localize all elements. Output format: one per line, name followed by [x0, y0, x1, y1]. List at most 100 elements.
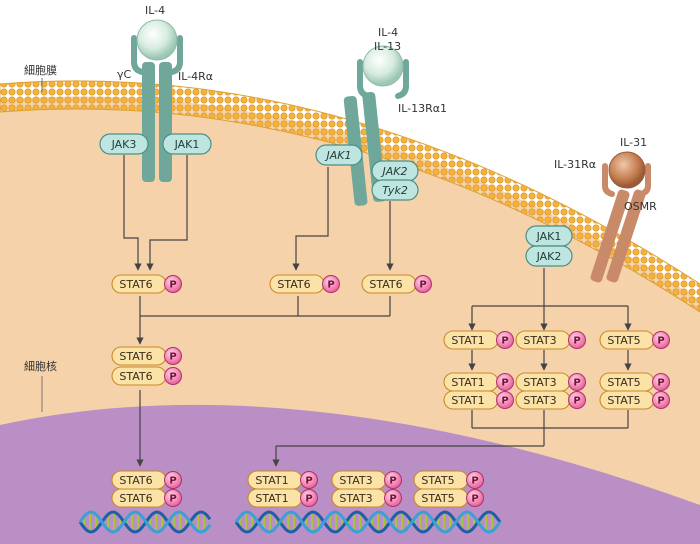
stat-pill-stat5: STAT5 P: [599, 330, 670, 350]
phosphate-label: P: [419, 280, 426, 291]
stat-label: STAT3: [523, 376, 556, 389]
il31-ligand: [608, 151, 646, 189]
stat-label: STAT6: [119, 278, 152, 291]
phosphate-label: P: [169, 372, 176, 383]
phosphate-badge: [568, 391, 586, 409]
phosphate-label: P: [657, 378, 664, 389]
gamma-c-label: γC: [117, 68, 132, 81]
phosphate-label: P: [389, 494, 396, 505]
jak2-label-b: JAK2: [381, 165, 408, 178]
phosphate-badge: [652, 373, 670, 391]
stat-label: STAT5: [607, 394, 640, 407]
stat-pill-stat6: STAT6 P: [361, 274, 432, 294]
stat-label: STAT6: [119, 492, 152, 505]
nucleus-label: 細胞核: [24, 359, 57, 373]
jak2-label-c: JAK2: [536, 250, 562, 263]
phosphate-badge: [414, 275, 432, 293]
il4ra-chain: [159, 62, 172, 182]
receptor-il4-type1: [131, 19, 183, 182]
jak3-box: [99, 133, 149, 155]
phosphate-badge: [466, 489, 484, 507]
phosphate-badge: [164, 367, 182, 385]
phosphate-badge: [652, 331, 670, 349]
phosphate-badge: [496, 331, 514, 349]
il31ra-label: IL-31Rα: [554, 158, 596, 171]
phosphate-label: P: [573, 396, 580, 407]
il31-label: IL-31: [620, 136, 647, 149]
il13-ligand: [362, 45, 404, 87]
stat-pill-stat5: STAT5 P: [413, 488, 484, 508]
stat-pill-stat1: STAT1 P: [247, 488, 318, 508]
jak1-label-a: JAK1: [174, 138, 200, 151]
phosphate-label: P: [471, 494, 478, 505]
stat-label: STAT3: [339, 492, 372, 505]
stat-label: STAT3: [339, 474, 372, 487]
stat-pill-stat6: STAT6 P: [111, 488, 182, 508]
jak1-label-c: JAK1: [536, 230, 562, 243]
phosphate-badge: [496, 391, 514, 409]
phosphate-badge: [568, 373, 586, 391]
phosphate-label: P: [501, 336, 508, 347]
phosphate-badge: [384, 489, 402, 507]
il13-label: IL-13: [374, 40, 401, 53]
stat-label: STAT5: [607, 334, 640, 347]
phosphate-label: P: [305, 494, 312, 505]
phosphate-label: P: [501, 378, 508, 389]
il4ra-label: IL-4Rα: [178, 70, 213, 83]
phosphate-badge: [300, 471, 318, 489]
receptor-il31: [590, 151, 651, 283]
stat-pill-stat6: STAT6 P: [111, 470, 182, 490]
jak2-box-c: [525, 245, 573, 267]
dna-layer: [78, 510, 502, 534]
phosphate-label: P: [573, 378, 580, 389]
phosphate-badge: [496, 373, 514, 391]
il4-label-2: IL-4: [378, 26, 398, 39]
jak1-box-a: [162, 133, 212, 155]
membrane-label: 細胞膜: [24, 64, 57, 77]
stat-pill-stat3: STAT3 P: [331, 488, 402, 508]
osmr-label: OSMR: [624, 200, 657, 213]
tyk2-label: Tyk2: [382, 184, 408, 197]
tyk2-box: [371, 179, 419, 201]
phosphate-badge: [652, 391, 670, 409]
stat-label: STAT6: [119, 350, 152, 363]
phosphate-badge: [164, 489, 182, 507]
stat-label: STAT5: [607, 376, 640, 389]
il31ra-chain: [590, 189, 630, 283]
stat-label: STAT6: [119, 474, 152, 487]
stat-pill-stat3: STAT3 P: [515, 372, 586, 392]
phosphate-badge: [164, 471, 182, 489]
phosphate-label: P: [501, 396, 508, 407]
phosphate-label: P: [169, 352, 176, 363]
il13ra1-label: IL-13Rα1: [398, 102, 447, 115]
stat-label: STAT5: [421, 492, 454, 505]
stat-label: STAT1: [255, 492, 288, 505]
signal-connectors: [123, 155, 632, 467]
phosphate-label: P: [169, 476, 176, 487]
stat-label: STAT6: [277, 278, 310, 291]
stat-pill-stat1: STAT1 P: [443, 390, 514, 410]
jak3-label: JAK3: [111, 138, 137, 151]
stat-label: STAT6: [369, 278, 402, 291]
stat-pill-stat6: STAT6 P: [111, 366, 182, 386]
dna-helix-stat135: [234, 510, 502, 534]
phosphate-badge: [164, 347, 182, 365]
phosphate-label: P: [573, 336, 580, 347]
phosphate-label: P: [657, 336, 664, 347]
stat-label: STAT1: [451, 394, 484, 407]
il4-label: IL-4: [145, 4, 165, 17]
stat-pill-stat5: STAT5 P: [599, 372, 670, 392]
stat-pill-stat6: STAT6 P: [111, 346, 182, 366]
phosphate-label: P: [471, 476, 478, 487]
stat-label: STAT6: [119, 370, 152, 383]
phosphate-label: P: [169, 494, 176, 505]
jak1-label-b: JAK1: [325, 149, 352, 162]
phosphate-badge: [322, 275, 340, 293]
